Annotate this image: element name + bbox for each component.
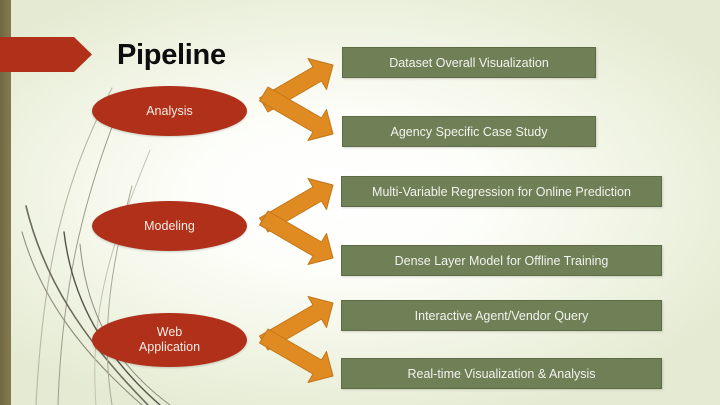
output-label-multi-variable-regression: Multi-Variable Regression for Online Pre… xyxy=(372,184,631,199)
output-label-dense-layer-model: Dense Layer Model for Offline Training xyxy=(394,253,609,268)
grass-decoration-icon xyxy=(21,87,171,405)
output-box-dataset-overall-visualization[interactable]: Dataset Overall Visualization xyxy=(342,47,596,78)
left-edge-bar xyxy=(0,0,11,405)
stage-ellipse-modeling[interactable]: Modeling xyxy=(92,201,247,251)
output-label-real-time-visualization: Real-time Visualization & Analysis xyxy=(407,366,596,381)
arrow-web-application-to-real-time-visualization xyxy=(257,328,335,383)
output-box-multi-variable-regression[interactable]: Multi-Variable Regression for Online Pre… xyxy=(341,176,662,207)
stage-label-modeling: Modeling xyxy=(144,218,195,233)
arrow-modeling-to-dense-layer-model xyxy=(257,210,335,265)
output-label-interactive-agent-vendor-query: Interactive Agent/Vendor Query xyxy=(414,308,589,323)
stage-label-analysis: Analysis xyxy=(146,103,193,118)
output-box-real-time-visualization[interactable]: Real-time Visualization & Analysis xyxy=(341,358,662,389)
stage-label-web-application-line1: Web xyxy=(156,325,183,339)
output-label-agency-specific-case-study: Agency Specific Case Study xyxy=(390,124,548,139)
output-box-agency-specific-case-study[interactable]: Agency Specific Case Study xyxy=(342,116,596,147)
page-title: Pipeline xyxy=(117,39,226,71)
output-label-dataset-overall-visualization: Dataset Overall Visualization xyxy=(389,55,549,70)
stage-ellipse-web-application[interactable]: Web Application xyxy=(92,313,247,367)
stage-label-web-application-line2: Application xyxy=(138,340,201,354)
stage-ellipse-analysis[interactable]: Analysis xyxy=(92,86,247,136)
arrow-analysis-to-agency-specific-case-study xyxy=(257,86,335,141)
output-box-dense-layer-model[interactable]: Dense Layer Model for Offline Training xyxy=(341,245,662,276)
output-box-interactive-agent-vendor-query[interactable]: Interactive Agent/Vendor Query xyxy=(341,300,662,331)
title-banner-arrow-icon xyxy=(0,37,92,72)
